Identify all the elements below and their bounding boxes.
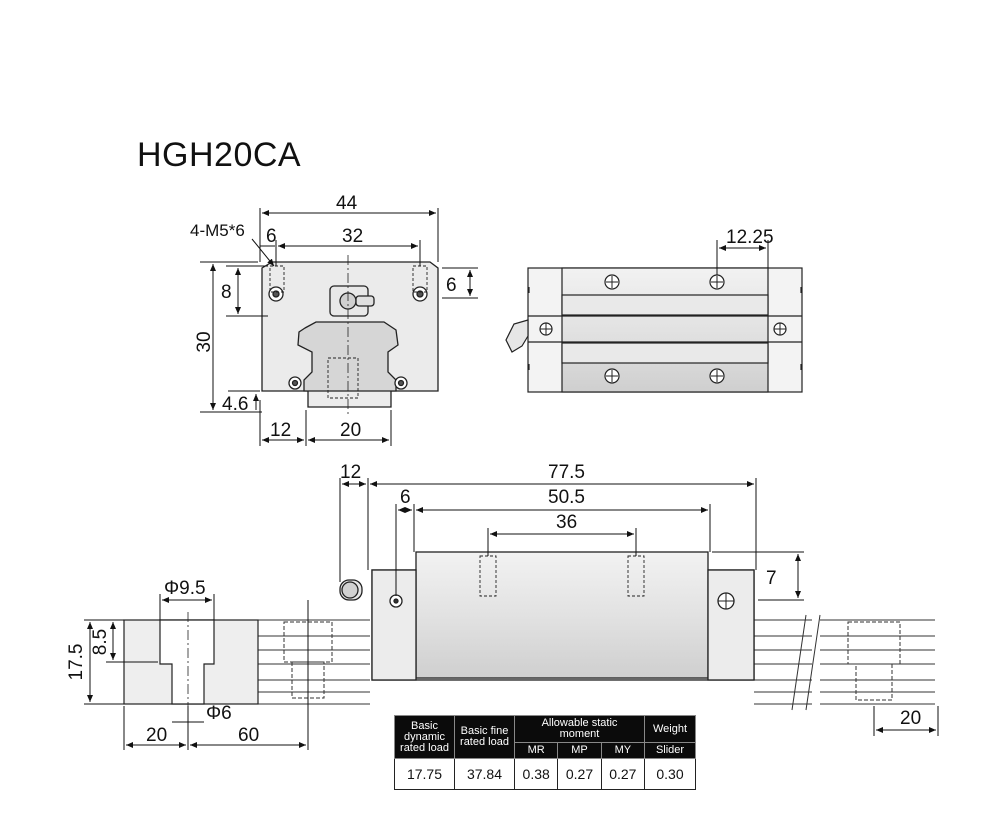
rail-side <box>258 614 935 711</box>
slider-side-body <box>339 551 755 681</box>
dim-end-pitch: 20 <box>900 708 921 729</box>
table-row: 17.75 37.84 0.38 0.27 0.27 0.30 <box>394 758 696 790</box>
header-static-line1: Basic fine <box>460 725 509 737</box>
front-view-body <box>261 255 439 414</box>
rail-section: Φ9.5 17.5 8.5 Φ6 20 60 20 <box>66 578 939 750</box>
header-moment: Allowable static moment <box>514 715 645 743</box>
top-view-body <box>505 267 803 393</box>
header-dynamic-line3: rated load <box>400 741 449 754</box>
dim-hole-spacing: 32 <box>342 226 363 247</box>
dim-nipple: 12 <box>340 462 361 483</box>
drawing-title: HGH20CA <box>137 136 302 174</box>
spec-table: Basic dynamic rated load Basic fine rate… <box>394 715 696 790</box>
rail-section-dimension-lines <box>84 594 939 750</box>
dim-through-hole: Φ6 <box>206 703 232 724</box>
dim-thread: 4-M5*6 <box>190 221 245 240</box>
value-my: 0.27 <box>600 758 646 790</box>
header-weight: Weight <box>644 715 696 743</box>
dim-bottom-clearance: 4.6 <box>222 394 248 415</box>
dim-cap-height: 7 <box>766 568 777 589</box>
dim-bore-depth: 8.5 <box>90 629 111 655</box>
top-view: 12.25 <box>505 227 803 393</box>
header-dynamic-line2: dynamic <box>404 730 445 743</box>
dim-height: 30 <box>194 331 215 352</box>
dim-hole-offset: 6 <box>266 226 277 247</box>
header-moment-line2: moment <box>559 728 600 740</box>
dim-counterbore: Φ9.5 <box>164 578 206 599</box>
dim-end-gap: 6 <box>400 487 411 508</box>
dim-half-pitch: 20 <box>146 725 167 746</box>
side-view-dimension-lines <box>339 478 804 601</box>
dim-pitch: 60 <box>238 725 259 746</box>
dim-total-length: 77.5 <box>548 462 585 483</box>
dim-hole-depth: 8 <box>221 282 232 303</box>
dim-rail-height: 17.5 <box>66 644 87 681</box>
front-view-dimension-lines <box>200 208 478 446</box>
value-dynamic-load: 17.75 <box>394 758 455 790</box>
dim-body-length: 50.5 <box>548 487 585 508</box>
dim-end-offset: 12.25 <box>726 227 774 248</box>
side-view: 12 77.5 6 50.5 36 7 <box>258 462 935 711</box>
value-mr: 0.38 <box>513 758 559 790</box>
dim-grease-height: 6 <box>446 275 457 296</box>
dim-hole-pitch: 36 <box>556 512 577 533</box>
header-my: MY <box>600 742 646 759</box>
dim-width: 44 <box>336 193 358 214</box>
value-mp: 0.27 <box>557 758 602 790</box>
header-mr: MR <box>513 742 559 759</box>
dim-rail-offset: 12 <box>270 420 291 441</box>
value-weight: 0.30 <box>644 758 696 790</box>
header-mp: MP <box>557 742 602 759</box>
header-static-load: Basic fine rated load <box>454 715 515 759</box>
header-moment-line1: Allowable static <box>541 717 618 729</box>
header-static-line2: rated load <box>460 736 509 748</box>
rail-section-body <box>123 612 259 720</box>
front-view: 44 32 6 4-M5*6 30 8 6 4.6 12 20 <box>190 193 478 446</box>
header-dynamic-line1: Basic <box>411 719 438 732</box>
header-slider: Slider <box>644 742 696 759</box>
header-dynamic-load: Basic dynamic rated load <box>394 715 455 759</box>
top-view-dimension-lines <box>716 240 769 275</box>
value-static-load: 37.84 <box>454 758 515 790</box>
dim-rail-width: 20 <box>340 420 361 441</box>
